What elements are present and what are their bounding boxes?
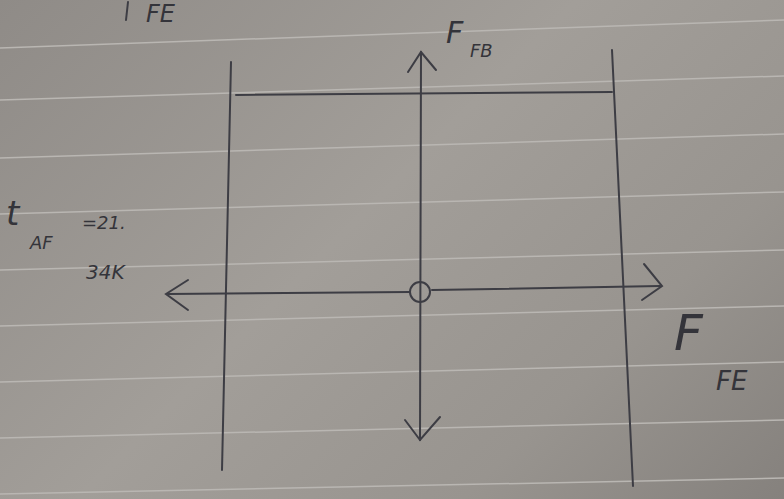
pencil-drawing [126, 2, 662, 486]
force-label: =21. [82, 214, 126, 232]
force-label: F [674, 308, 703, 358]
force-label: FB [470, 42, 493, 60]
force-label: AF [30, 234, 53, 252]
force-label: t [6, 196, 19, 230]
force-label: FE [716, 368, 747, 394]
ruled-lines [0, 20, 784, 494]
force-label: FE [146, 2, 175, 26]
force-label: 34K [86, 262, 125, 282]
force-label: F [446, 18, 463, 48]
